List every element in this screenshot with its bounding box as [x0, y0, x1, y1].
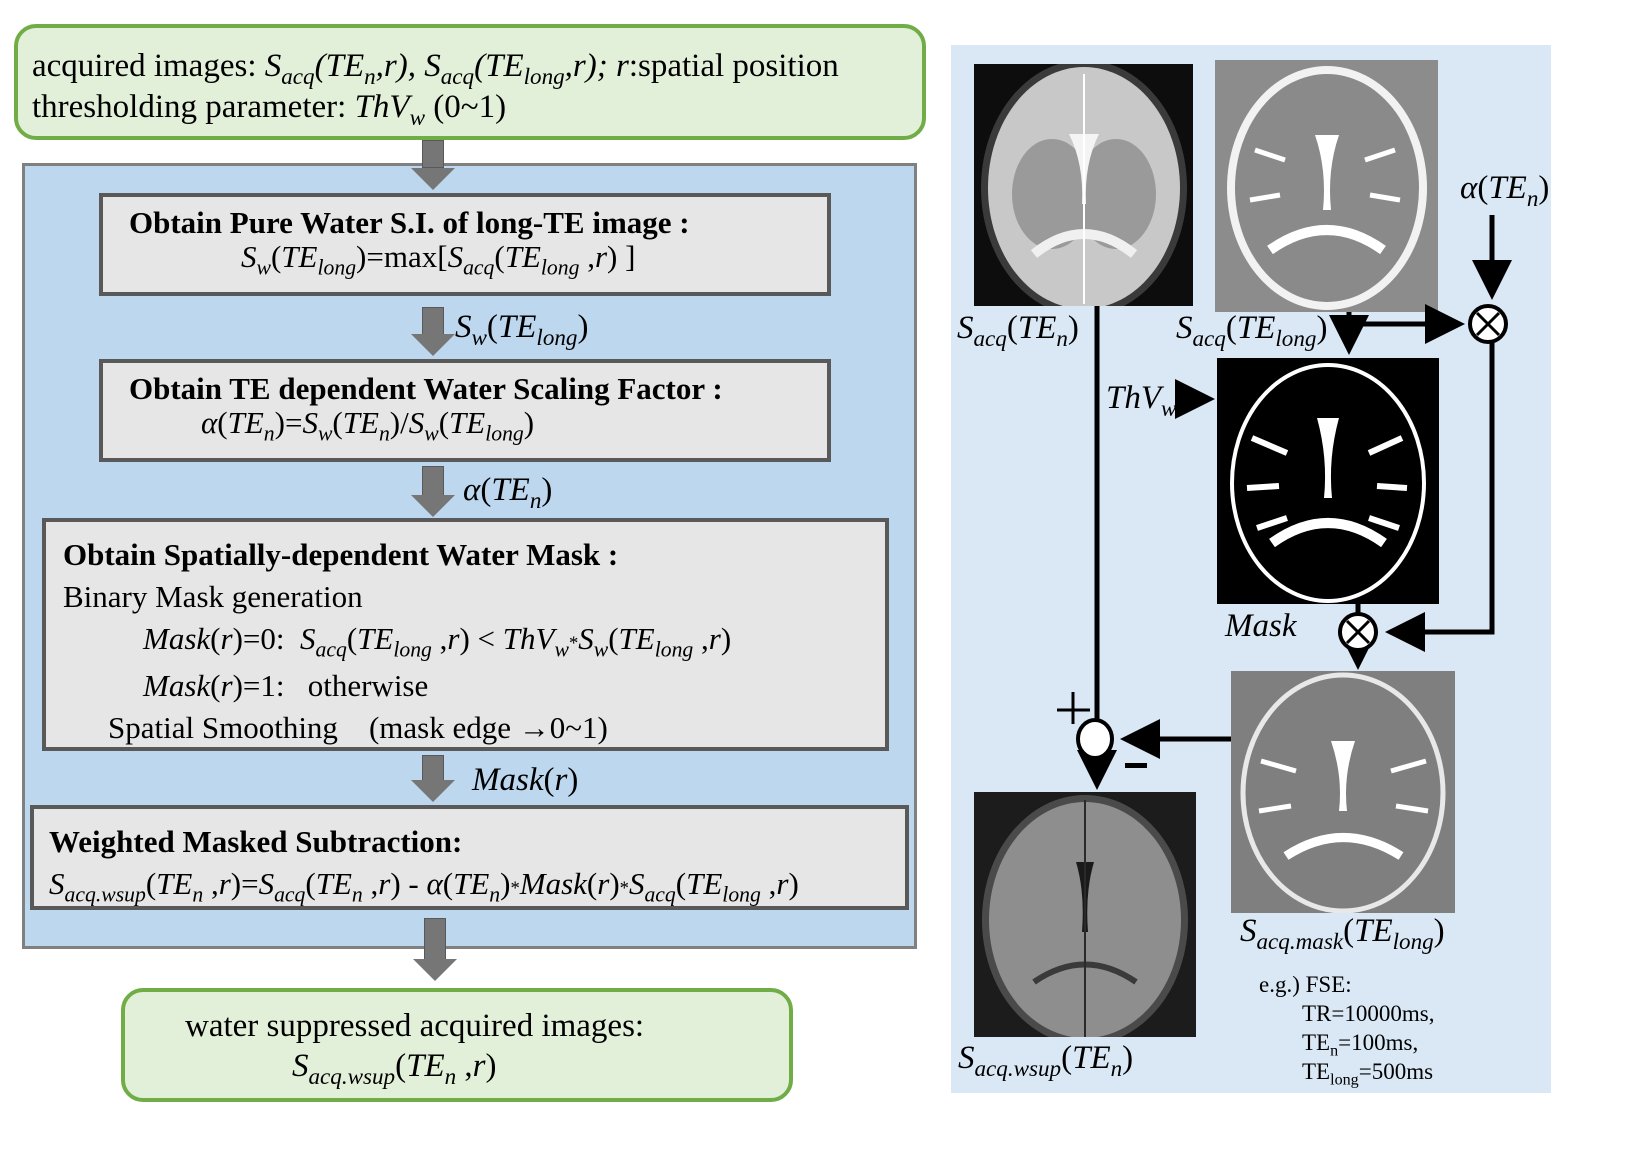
brain-masked-graphic	[1240, 672, 1446, 913]
step-3-line-3: Mask(r)=1: otherwise	[143, 668, 429, 703]
step-3-title: Obtain Spatially-dependent Water Mask :	[63, 537, 619, 572]
output-line-1: water suppressed acquired images:	[185, 1008, 645, 1044]
input-line-1: acquired images: Sacq(TEn,r), Sacq(TElon…	[32, 48, 839, 90]
step-4-title: Weighted Masked Subtraction:	[49, 824, 463, 859]
step-1-box: Obtain Pure Water S.I. of long-TE image …	[99, 193, 831, 296]
arrow-label-alpha: α(TEn)	[463, 472, 553, 514]
output-box: water suppressed acquired images: Sacq.w…	[121, 988, 793, 1102]
label-masked-te-long: Sacq.mask(TElong)	[1240, 913, 1445, 955]
brain-flair-graphic	[982, 795, 1188, 1037]
brain-t2-graphic	[981, 64, 1187, 306]
arrow-label-mask: Mask(r)	[472, 762, 579, 798]
label-alpha: α(TEn)	[1460, 170, 1550, 212]
brain-image-mask	[1217, 358, 1439, 604]
brain-image-masked-te-long	[1231, 671, 1455, 913]
multiply-icon-lower	[1345, 619, 1371, 645]
example-line-2: TR=10000ms,	[1302, 1001, 1435, 1026]
step-3-line-2: Mask(r)=0: Sacq(TElong ,r) < ThVw*Sw(TEl…	[143, 621, 732, 662]
output-line-2: Sacq.wsup(TEn ,r)	[292, 1048, 497, 1090]
flow-arrow-5-head	[413, 959, 457, 981]
flow-arrow-2-head	[411, 334, 455, 356]
step-4-equation: Sacq.wsup(TEn ,r)=Sacq(TEn ,r) - α(TEn)*…	[49, 866, 799, 907]
brain-image-acquired-te-long	[1215, 60, 1438, 312]
brain-image-acquired-te-n	[974, 64, 1193, 306]
input-box: acquired images: Sacq(TEn,r), Sacq(TElon…	[14, 24, 926, 140]
step-4-box: Weighted Masked Subtraction: Sacq.wsup(T…	[30, 805, 909, 910]
brain-long-te-graphic	[1227, 66, 1427, 310]
label-acquired-te-n: Sacq(TEn)	[957, 310, 1079, 352]
flow-arrow-3-head	[411, 495, 455, 517]
flow-arrow-1	[422, 140, 444, 168]
connector-mult-to-mult	[1385, 343, 1495, 652]
minus-sign	[1125, 763, 1147, 768]
flow-arrow-1-head	[411, 168, 455, 190]
example-line-4: TElong=500ms	[1302, 1059, 1434, 1089]
arrow-label-sw: Sw(TElong)	[455, 309, 589, 351]
sum-node	[1076, 718, 1114, 760]
plus-sign	[1057, 692, 1090, 724]
input-line-2: thresholding parameter: ThVw (0~1)	[32, 89, 507, 131]
step-2-equation: α(TEn)=Sw(TEn)/Sw(TElong)	[201, 405, 535, 446]
multiply-icon-upper	[1475, 311, 1501, 337]
example-line-1: e.g.) FSE:	[1259, 972, 1352, 997]
example-line-3: TEn=100ms,	[1302, 1030, 1419, 1060]
step-1-equation: Sw(TElong)=max[Sacq(TElong ,r) ]	[241, 239, 636, 280]
flow-arrow-4-head	[411, 780, 455, 802]
step-3-line-4: Spatial Smoothing (mask edge →0~1)	[108, 710, 608, 745]
example-parameters: e.g.) FSE: TR=10000ms, TEn=100ms, TElong…	[1259, 970, 1435, 1089]
step-2-title: Obtain TE dependent Water Scaling Factor…	[129, 371, 723, 406]
brain-mask-graphic	[1230, 363, 1426, 603]
label-water-suppressed: Sacq.wsup(TEn)	[958, 1040, 1134, 1082]
label-threshold: ThVw	[1106, 380, 1177, 422]
label-mask: Mask	[1225, 608, 1297, 644]
step-3-box: Obtain Spatially-dependent Water Mask : …	[42, 518, 889, 751]
brain-image-water-suppressed	[974, 792, 1196, 1037]
label-acquired-te-long: Sacq(TElong)	[1176, 310, 1328, 352]
step-2-box: Obtain TE dependent Water Scaling Factor…	[99, 359, 831, 462]
step-3-line-1: Binary Mask generation	[63, 579, 363, 614]
step-1-title: Obtain Pure Water S.I. of long-TE image …	[129, 205, 690, 240]
